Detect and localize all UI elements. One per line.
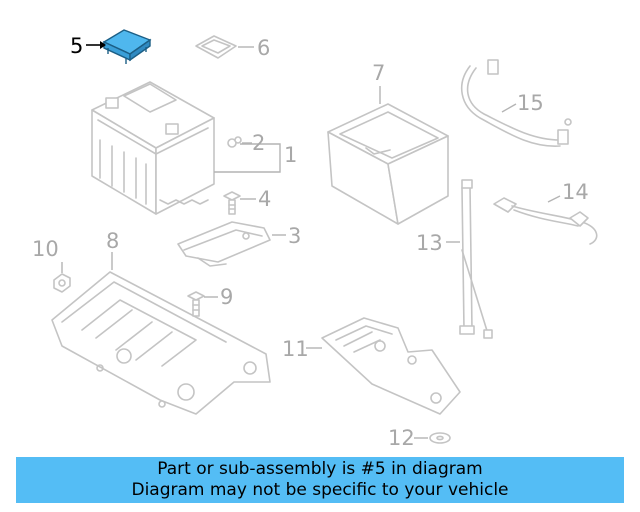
banner-line-2: Diagram may not be specific to your vehi…	[131, 480, 509, 500]
banner-line-1: Part or sub-assembly is #5 in diagram	[157, 459, 483, 479]
part-14-cable[interactable]	[493, 197, 598, 245]
part-2-clip[interactable]	[227, 136, 242, 148]
part-1-battery[interactable]	[91, 81, 215, 215]
callout-3[interactable]: 3	[288, 224, 301, 248]
callout-7[interactable]: 7	[372, 61, 385, 85]
leader-1	[214, 143, 281, 173]
part-9-bolt[interactable]	[187, 291, 205, 317]
info-banner: Part or sub-assembly is #5 in diagram Di…	[16, 457, 624, 503]
part-5-module[interactable]	[102, 29, 152, 64]
part-12-washer[interactable]	[429, 432, 451, 444]
callout-14[interactable]: 14	[562, 180, 589, 204]
callout-2[interactable]: 2	[252, 131, 265, 155]
part-10-nut[interactable]	[53, 273, 71, 293]
leader-14	[547, 195, 561, 203]
leader-15	[501, 103, 517, 113]
part-7-battery-box[interactable]	[327, 103, 449, 225]
leader-5-arrow	[100, 41, 106, 49]
part-3-bracket[interactable]	[177, 221, 271, 267]
callout-12[interactable]: 12	[388, 426, 415, 450]
part-13-rod[interactable]	[459, 179, 493, 339]
part-11-bracket[interactable]	[321, 317, 461, 415]
part-15-cable[interactable]	[461, 59, 572, 147]
callout-1[interactable]: 1	[284, 143, 297, 167]
parts-diagram: 5 6 1 2 4	[32, 29, 598, 450]
callout-9[interactable]: 9	[220, 285, 233, 309]
callout-4[interactable]: 4	[258, 187, 271, 211]
callout-5[interactable]: 5	[70, 34, 83, 58]
callout-15[interactable]: 15	[517, 91, 544, 115]
callout-6[interactable]: 6	[257, 36, 270, 60]
callout-13[interactable]: 13	[416, 231, 443, 255]
callout-11[interactable]: 11	[282, 337, 309, 361]
callout-8[interactable]: 8	[106, 229, 119, 253]
part-8-tray[interactable]	[51, 271, 271, 415]
part-4-bolt[interactable]	[223, 191, 241, 215]
part-6-cover[interactable]	[195, 35, 237, 59]
callout-10[interactable]: 10	[32, 237, 59, 261]
